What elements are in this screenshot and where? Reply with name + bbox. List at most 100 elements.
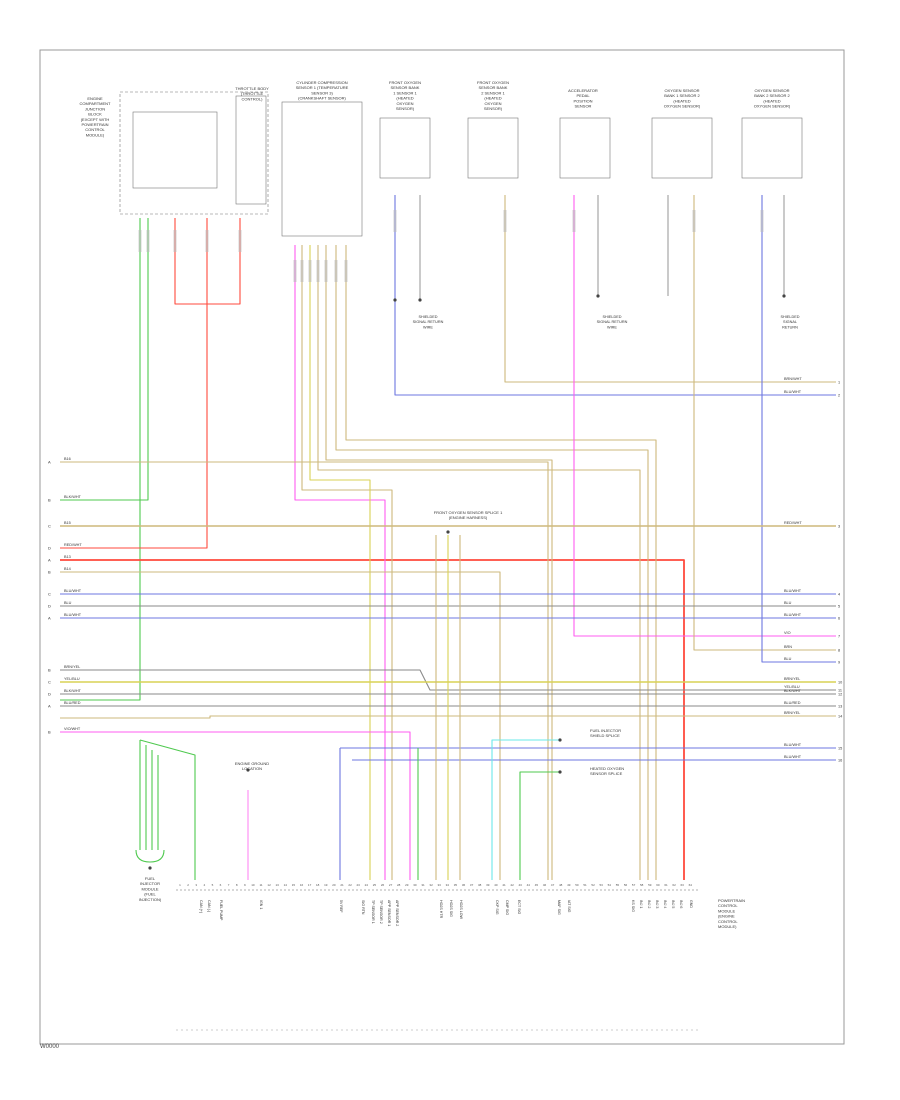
left-wire-label: BLK/WHT (64, 495, 82, 499)
left-wire-label: RED/WHT (64, 543, 82, 547)
right-wire-label: BLU/WHT (784, 755, 802, 759)
pcm-pin-number: 14 (284, 883, 288, 887)
pcm-pin-number: 31 (421, 883, 425, 887)
yellow-wire-1 (309, 245, 371, 880)
pcm-pin-number: 27 (389, 883, 393, 887)
left-wire-label: BLU/RED (64, 701, 81, 705)
cyan-wire (491, 739, 560, 880)
pcm-pin-number: 44 (527, 883, 531, 887)
left-pin-letter: C (48, 680, 51, 685)
left-wire-label: BLU/WHT (64, 613, 82, 617)
right-wire-label: BRN/YEL (784, 711, 800, 715)
splice-dot-6 (246, 768, 250, 772)
throttle-body-label: THROTTLE BODY (235, 86, 269, 91)
pcm-pin-function: APP SENSOR 2 (395, 900, 399, 926)
o2-sensor-2-box (467, 117, 519, 179)
pcm-pin-number: 57 (632, 883, 636, 887)
pcm-pin-function: INJ 3 (655, 900, 659, 908)
app-sensor-label: ACCELERATOR (568, 88, 598, 93)
o2-sensor-4-box (741, 117, 803, 179)
pcm-pin-number: 47 (551, 883, 555, 887)
pcm-pin-number: 9 (244, 883, 246, 887)
pcm-pin-number: 12 (267, 883, 271, 887)
right-pin-number: 3 (838, 525, 840, 529)
ho2s-splice-label: SENSOR SPLICE (590, 771, 623, 776)
pcm-pin-function: CAN (-) (207, 900, 211, 912)
blue-wire-o2-1 (394, 195, 836, 396)
shield-2-label: SHIELDED (603, 315, 622, 319)
front-o2-bank2-label: 2 SENSOR 1 (481, 90, 505, 95)
pcm-pin-number: 61 (664, 883, 668, 887)
pcm-pin-number: 29 (405, 883, 409, 887)
right-pin-number: 5 (838, 605, 840, 609)
pcm-pin-number: 28 (397, 883, 401, 887)
front-o2-splice-label: FRONT OXYGEN SENSOR SPLICE 1 (434, 510, 503, 515)
front-o2-splice-label: (ENGINE HARNESS) (449, 515, 488, 520)
pcm-pin-number: 7 (228, 883, 230, 887)
pcm-pin-number: 59 (648, 883, 652, 887)
left-pin-letter: B (48, 570, 51, 575)
right-wire-label: BRN/YEL (784, 677, 800, 681)
pcm-pin-number: 62 (672, 883, 676, 887)
pcm-pin-number: 45 (535, 883, 539, 887)
left-wire-label: BLK/WHT (64, 689, 82, 693)
right-pin-number: 2 (838, 394, 840, 398)
left-pin-letter: B (48, 498, 51, 503)
pcm-pin-number: 1 (179, 883, 181, 887)
pcm-pin-number: 43 (519, 883, 523, 887)
front-o2-bank2-label: FRONT OXYGEN (477, 80, 509, 85)
splice-dot-4 (558, 738, 562, 742)
junction-block-label: BLOCK (88, 112, 102, 117)
harness-tan-3 (60, 571, 501, 880)
pcm-pin-function: HO2S SIG (449, 900, 453, 917)
engine-ground-label: ENGINE GROUND (235, 761, 269, 766)
fuel-injector-module-label: INJECTION) (139, 897, 162, 902)
left-pin-letter: A (48, 616, 51, 621)
app-sensor-label: POSITION (573, 98, 592, 103)
right-pin-number: 4 (838, 593, 840, 597)
pcm-pin-number: 54 (608, 883, 612, 887)
right-wire-label: BLU (784, 601, 792, 605)
wire-code-tag (393, 210, 397, 232)
pcm-pin-number: 49 (567, 883, 571, 887)
pcm-pin-number: 63 (681, 883, 685, 887)
pcm-pin-number: 38 (478, 883, 482, 887)
pink-wire-app (573, 195, 836, 637)
injector-loop (135, 849, 165, 863)
right-pin-number: 8 (838, 649, 840, 653)
pcm-pin-function: APP SENSOR 1 (387, 900, 391, 926)
o2-sensor-3-box (651, 117, 713, 179)
tan-wire-1 (301, 245, 393, 880)
o2-bank1-s2-label: OXYGEN SENSOR) (664, 104, 701, 109)
harness-gray-2 (60, 669, 836, 691)
green-splice-wire (519, 771, 560, 880)
crank-sensor-label: (CRANKSHAFT SENSOR) (298, 96, 346, 101)
right-pin-number: 9 (838, 661, 840, 665)
crank-sensor-label: CYLINDER COMPRESSION (296, 80, 347, 85)
main-red-wire (60, 559, 685, 880)
crank-sensor-label: SENSOR 1 (TEMPERATURE (296, 85, 349, 90)
pcm-pin-number: 32 (429, 883, 433, 887)
right-wire-label: BLU/RED (784, 701, 801, 705)
tan-wire-o2-3 (693, 195, 836, 651)
pcm-pin-number: 10 (251, 883, 255, 887)
pcm-pin-number: 50 (575, 883, 579, 887)
green-wire-1 (60, 218, 141, 701)
pcm-pin-number: 37 (470, 883, 474, 887)
pcm-pin-number: 4 (203, 883, 205, 887)
splice-dot-8 (148, 866, 152, 870)
wire-code-tag (344, 260, 348, 282)
shield-3-label: SHIELDED (781, 315, 800, 319)
sensor-connector-box (281, 101, 363, 237)
fuel-injector-module-label: (FUEL (144, 892, 156, 897)
throttle-body-label: (THROTTLE (241, 91, 264, 96)
o2-bank2-s2-label: BANK 2 SENSOR 2 (754, 93, 790, 98)
pcm-pin-number: 58 (640, 883, 644, 887)
pcm-pin-number: 16 (300, 883, 304, 887)
o2-bank2-s2-label: OXYGEN SENSOR (754, 88, 789, 93)
left-pin-letter: A (48, 558, 51, 563)
wire-code-tag (146, 230, 150, 252)
pcm-pin-number: 52 (591, 883, 595, 887)
green-wire-2 (60, 218, 149, 501)
app-sensor-label: SENSOR (575, 104, 592, 109)
